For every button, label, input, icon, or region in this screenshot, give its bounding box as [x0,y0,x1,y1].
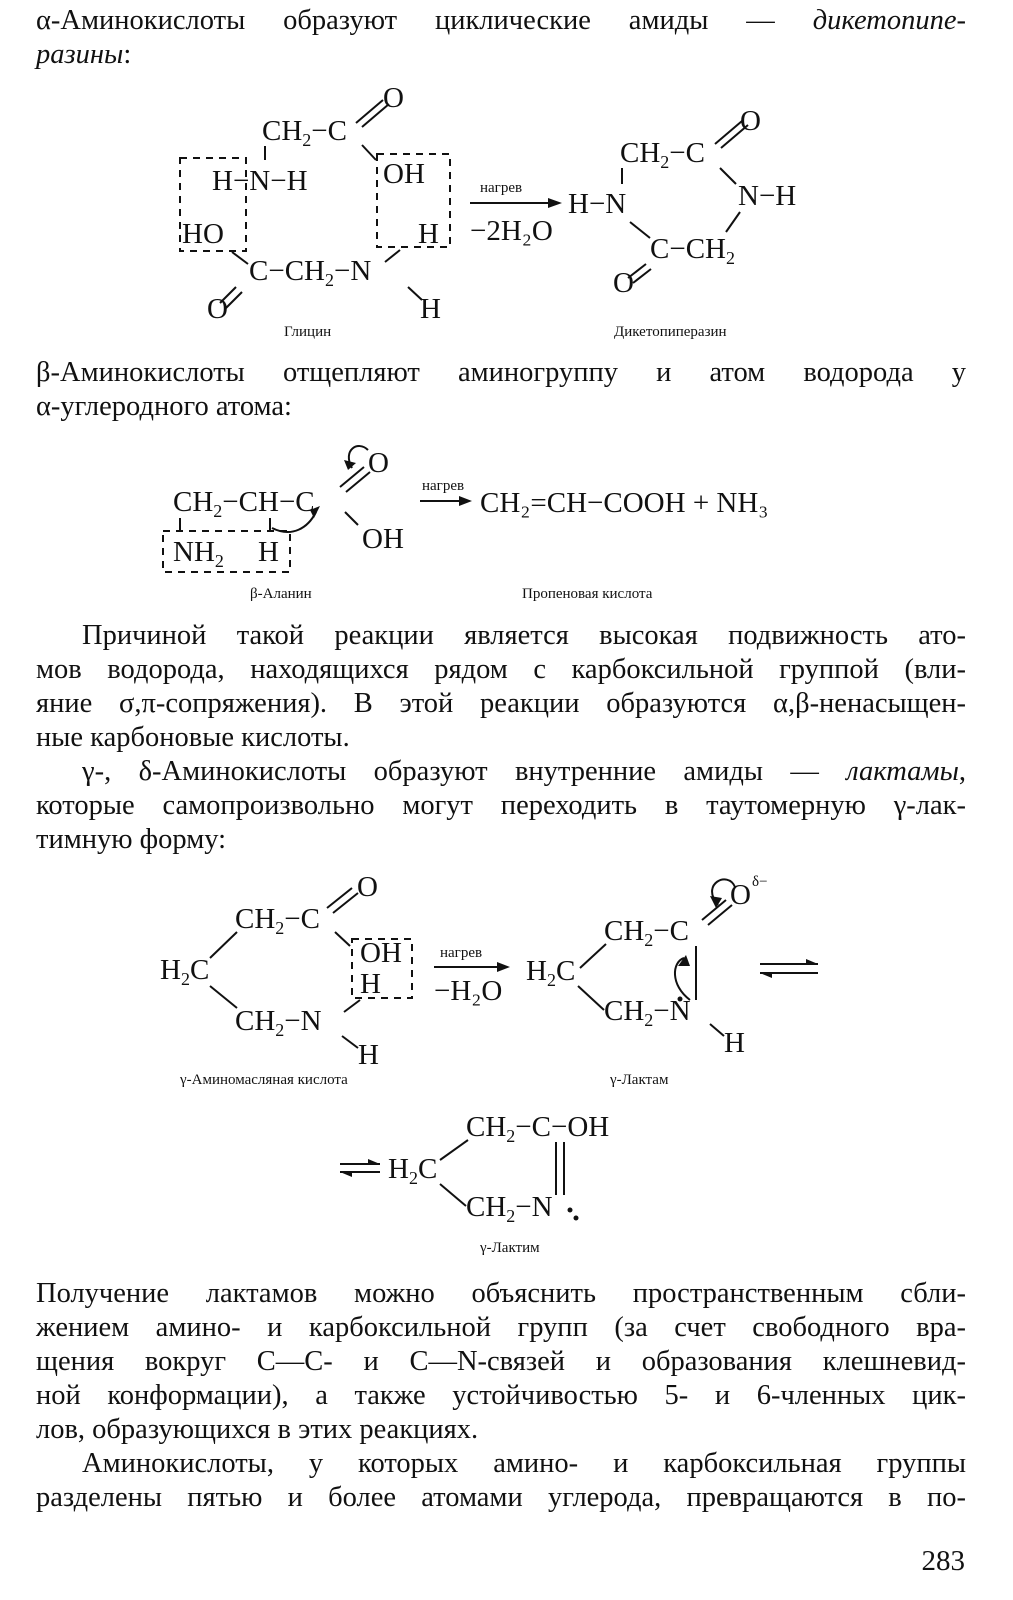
text-line: тимную форму: [36,824,227,855]
label-diketopiperazine: Дикетопиперазин [614,324,727,340]
label-gaba: γ-Аминомасляная кислота [179,1072,348,1088]
formula-oh: OH [360,937,402,969]
formula-ch2n: CH2−N [604,995,691,1030]
paragraph-beta-amino-acids: β-Аминокислоты отщепляют аминогруппу и а… [36,356,966,424]
paragraph-long-chain: Аминокислоты, у которых амино- и карбокс… [36,1447,966,1515]
label-lactim: γ-Лактим [479,1240,540,1256]
text-line: Аминокислоты, у которых амино- и карбокс… [82,1448,966,1479]
label-lactam: γ-Лактам [609,1072,669,1088]
formula-o: O [368,447,389,479]
formula-h: H [258,536,279,568]
formula-product: CH₂=CH−COOH + NH₃ [480,487,768,519]
text-line: разины: [36,38,966,72]
arrow-label-water: −H₂O [434,975,502,1007]
arrow-head [459,496,472,506]
text-line: мов водорода, находящихся рядом с карбок… [36,654,966,685]
formula-cch2: C−CH2 [650,233,735,268]
formula-ho: HO [182,218,224,250]
formula-h2c: H2C [526,955,575,990]
reaction-diagram: O CH2−CH−C OH NH2 H нагрев CH₂=CH−COOH +… [162,445,768,602]
formula-hn: H−N [568,188,626,220]
formula-nh2: NH2 [173,536,224,571]
text-line: ные карбоновые кислоты. [36,722,350,753]
curved-arrow [674,957,691,1001]
formula-ch2c: CH2−C [604,915,689,950]
label-glycine: Глицин [284,324,331,340]
text-line: яние σ,π-сопряжения). В этой реакции обр… [36,688,966,719]
formula-ch2: CH2−C [262,115,347,150]
formula-ch2: CH2−C [235,903,320,938]
text-line: которые самопроизвольно могут переходить… [36,790,966,821]
text-line: Причиной такой реакции является высокая … [82,620,966,651]
text-line: щения вокруг C—C- и C—N-связей и образов… [36,1346,966,1377]
formula-o: O [730,879,751,911]
text-line: Получение лактамов можно объяснить прост… [36,1278,966,1309]
text-line: γ-, δ-Аминокислоты образуют внутренние а… [36,755,966,789]
text-line: разделены пятью и более атомами углерода… [36,1482,966,1513]
formula-nh: N−H [738,180,796,212]
paragraph-lactam-formation: Получение лактамов можно объяснить прост… [36,1277,966,1447]
text-line: β-Аминокислоты отщепляют аминогруппу и а… [36,357,966,388]
scheme-lactam-lactim: CH2−C O OH H2C H CH2−N H нагрев −H₂O O δ… [0,860,1013,1265]
dashed-box-leaving-group [162,530,291,573]
reaction-diagram: CH2−C O H−N−H OH HO H C−CH2−N O H нагрев… [179,82,796,340]
paragraph-diketopiperazines: α-Аминокислоты образуют циклические амид… [36,4,966,72]
arrow-label-heat: нагрев [422,478,464,494]
label-beta-alanine: β-Аланин [250,586,312,602]
scheme-beta-alanine: O CH2−CH−C OH NH2 H нагрев CH₂=CH−COOH +… [0,440,1013,615]
text-span: α-Аминокислоты образуют циклические амид… [36,5,813,36]
text-line: жением амино- и карбоксильной групп (за … [36,1312,966,1343]
text-span: γ-, δ-Аминокислоты образуют внутренние а… [82,756,847,787]
formula-h: H [724,1027,745,1059]
formula-ch2: CH2−C [620,137,705,172]
formula-chain: C−CH2−N [249,255,371,290]
formula-o: O [207,293,228,325]
formula-ch2n: CH2−N [466,1191,553,1226]
formula-oh: OH [362,523,404,555]
formula-h: H [358,1039,379,1071]
arrow-head [548,198,562,208]
arrow-label-water: −2H₂O [470,215,553,247]
partial-charge: δ− [752,874,768,890]
text-span: : [123,39,132,70]
formula-o: O [740,105,761,137]
label-propenoic-acid: Пропеновая кислота [522,586,653,602]
formula-o: O [383,82,404,114]
formula-h: H [418,218,439,250]
formula-h2c: H2C [388,1153,437,1188]
formula-h2c: H2C [160,954,209,989]
dashed-box-water [351,938,413,999]
formula-chain: CH2−CH−C [173,486,315,521]
formula-hnh: H−N−H [212,165,308,197]
formula-h: H [360,968,381,1000]
italic-term: лактамы [846,756,959,787]
formula-ch2n: CH2−N [235,1005,322,1040]
formula-oh: OH [383,158,425,190]
arrow-head [497,962,510,972]
paragraph-lactams: γ-, δ-Аминокислоты образуют внутренние а… [36,755,966,857]
text-line: ной конформации), а также устойчивостью … [36,1380,966,1411]
scheme-glycine-diketopiperazine: CH2−C O H−N−H OH HO H C−CH2−N O H нагрев… [0,80,1013,355]
arrow-label-heat: нагрев [440,945,482,961]
text-line: α-углеродного атома: [36,391,292,422]
paragraph-reaction-cause: Причиной такой реакции является высокая … [36,619,966,755]
formula-h: H [420,293,441,325]
page-number: 283 [921,1545,966,1577]
text-line: лов, образующихся в этих реакциях. [36,1414,479,1445]
formula-ch2coh: CH2−C−OH [466,1111,609,1146]
italic-term: разины [36,39,124,70]
text-span: , [958,756,966,787]
arrow-label-heat: нагрев [480,180,522,196]
reaction-diagram: CH2−C O OH H2C H CH2−N H нагрев −H₂O O δ… [160,871,818,1256]
dashed-box-water-left [179,157,247,252]
text-line: α-Аминокислоты образуют циклические амид… [36,4,966,38]
formula-o: O [613,267,634,299]
italic-term: дикетопипе- [812,5,966,36]
formula-o: O [357,871,378,903]
